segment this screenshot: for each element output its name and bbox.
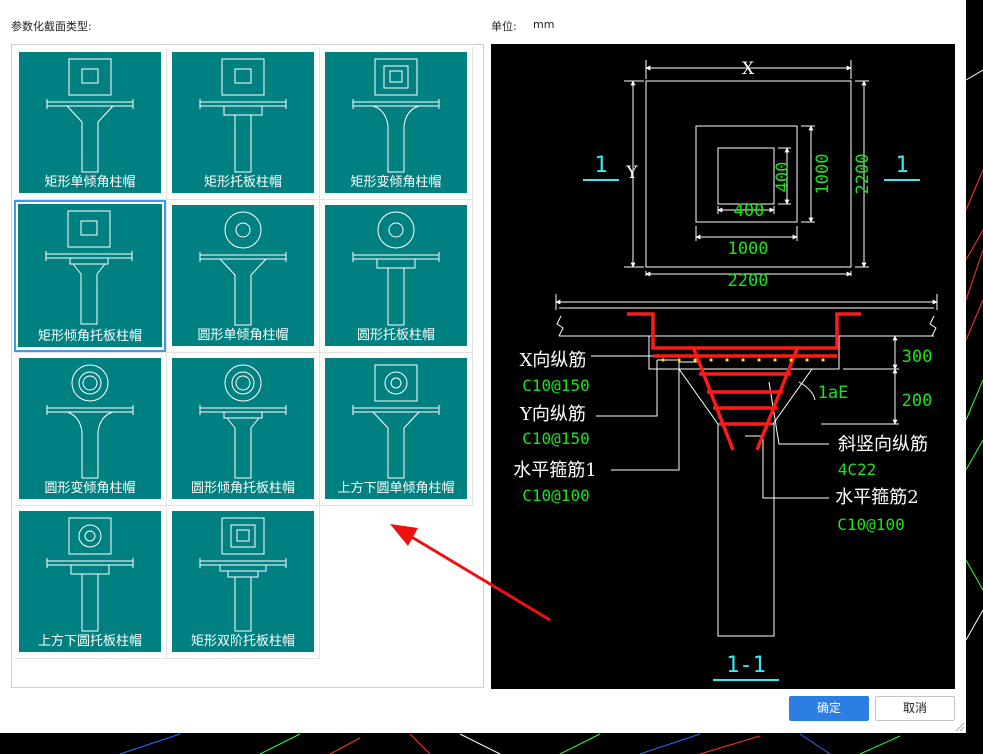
section-mark-left: 1: [594, 153, 607, 178]
column-cap-thumbnail: 矩形变倾角柱帽: [325, 52, 467, 193]
column-cap-option[interactable]: 矩形托板柱帽: [167, 47, 320, 200]
slant-rebar-value: 4C22: [838, 460, 877, 479]
column-cap-option[interactable]: 矩形变倾角柱帽: [320, 47, 473, 200]
column-cap-label: 圆形倾角托板柱帽: [190, 481, 295, 496]
dim-2200-horizontal: 2200: [728, 271, 769, 291]
column-cap-label: 矩形变倾角柱帽: [350, 175, 442, 190]
column-cap-label: 圆形单倾角柱帽: [197, 328, 289, 343]
dim-2200-vertical: 2200: [853, 154, 873, 195]
x-rebar-label: X向纵筋: [520, 350, 587, 371]
column-cap-diagram-icon: [199, 517, 287, 632]
column-cap-option[interactable]: 圆形单倾角柱帽: [167, 200, 320, 353]
column-cap-option[interactable]: 上方下圆托板柱帽: [14, 506, 167, 659]
dim-400-horizontal: 400: [734, 201, 765, 221]
hoop2-label: 水平箍筋2: [835, 487, 918, 508]
column-cap-thumbnail: 矩形单倾角柱帽: [19, 52, 161, 193]
section-mark-right: 1: [895, 153, 908, 178]
column-cap-option[interactable]: 圆形托板柱帽: [320, 200, 473, 353]
y-rebar-label: Y向纵筋: [519, 404, 586, 425]
column-cap-label: 圆形变倾角柱帽: [44, 481, 136, 496]
column-cap-thumbnail: 矩形双阶托板柱帽: [172, 511, 314, 652]
column-cap-label: 矩形托板柱帽: [203, 175, 282, 190]
column-cap-diagram-icon: [352, 211, 440, 326]
column-cap-diagram-icon: [199, 211, 287, 326]
column-cap-thumbnail: 圆形倾角托板柱帽: [172, 358, 314, 499]
column-cap-diagram-icon: [199, 364, 287, 479]
dim-200: 200: [902, 391, 933, 411]
x-rebar-value: C10@150: [522, 376, 589, 395]
column-cap-option[interactable]: 圆形变倾角柱帽: [14, 353, 167, 506]
column-cap-diagram-icon: [352, 58, 440, 173]
column-cap-option[interactable]: 圆形倾角托板柱帽: [167, 353, 320, 506]
hoop1-value: C10@100: [522, 486, 589, 505]
column-cap-thumbnail: 上方下圆单倾角柱帽: [325, 358, 467, 499]
column-cap-thumbnail: 矩形倾角托板柱帽: [18, 204, 162, 347]
column-cap-diagram-icon: [46, 58, 134, 173]
column-cap-option[interactable]: 上方下圆单倾角柱帽: [320, 353, 473, 506]
column-cap-diagram-icon: [199, 58, 287, 173]
anchor-length-label: 1aE: [818, 383, 849, 403]
column-cap-thumbnail: 圆形变倾角柱帽: [19, 358, 161, 499]
unit-label: 单位:: [491, 20, 517, 33]
cancel-button[interactable]: 取消: [875, 696, 955, 721]
section-preview-drawing: X Y 2200 1000 400 400 1000 2200 1 1: [491, 44, 955, 689]
column-cap-option[interactable]: 矩形双阶托板柱帽: [167, 506, 320, 659]
dim-1000-vertical: 1000: [813, 154, 833, 195]
section-type-label: 参数化截面类型:: [11, 20, 92, 33]
column-cap-thumbnail: 圆形托板柱帽: [325, 205, 467, 346]
column-cap-label: 上方下圆托板柱帽: [37, 634, 142, 649]
resize-grip-icon[interactable]: [955, 722, 965, 732]
column-cap-thumbnail: 矩形托板柱帽: [172, 52, 314, 193]
column-cap-label: 圆形托板柱帽: [356, 328, 435, 343]
column-cap-option[interactable]: 矩形倾角托板柱帽: [14, 200, 167, 353]
column-cap-label: 矩形单倾角柱帽: [44, 175, 136, 190]
y-rebar-value: C10@150: [522, 429, 589, 448]
column-cap-label: 矩形双阶托板柱帽: [190, 634, 295, 649]
column-cap-label: 矩形倾角托板柱帽: [37, 329, 142, 344]
dim-300: 300: [902, 347, 933, 367]
slant-rebar-label: 斜竖向纵筋: [838, 434, 928, 455]
dim-400-vertical: 400: [773, 162, 793, 193]
column-cap-thumbnail: 圆形单倾角柱帽: [172, 205, 314, 346]
column-cap-diagram-icon: [352, 364, 440, 479]
section-title: 1-1: [726, 653, 766, 678]
dim-y-label: Y: [625, 163, 638, 183]
unit-value: mm: [533, 18, 555, 31]
dim-x-label: X: [742, 59, 755, 79]
hoop1-label: 水平箍筋1: [513, 460, 596, 481]
column-cap-diagram-icon: [46, 364, 134, 479]
column-cap-thumbnail: 上方下圆托板柱帽: [19, 511, 161, 652]
column-cap-dialog: 参数化截面类型: 单位: mm 矩形单倾角柱帽 矩形托板柱帽 矩形变倾角柱帽矩形倾角…: [0, 0, 966, 733]
column-cap-diagram-icon: [46, 517, 134, 632]
confirm-button[interactable]: 确定: [789, 696, 869, 721]
hoop2-value: C10@100: [837, 515, 904, 534]
section-type-grid: 矩形单倾角柱帽 矩形托板柱帽 矩形变倾角柱帽矩形倾角托板柱帽 圆形单倾角柱帽 圆形托板柱…: [11, 44, 484, 688]
column-cap-diagram-icon: [45, 210, 133, 325]
column-cap-option[interactable]: 矩形单倾角柱帽: [14, 47, 167, 200]
dim-1000-horizontal: 1000: [728, 239, 769, 259]
column-cap-label: 上方下圆单倾角柱帽: [337, 481, 455, 496]
